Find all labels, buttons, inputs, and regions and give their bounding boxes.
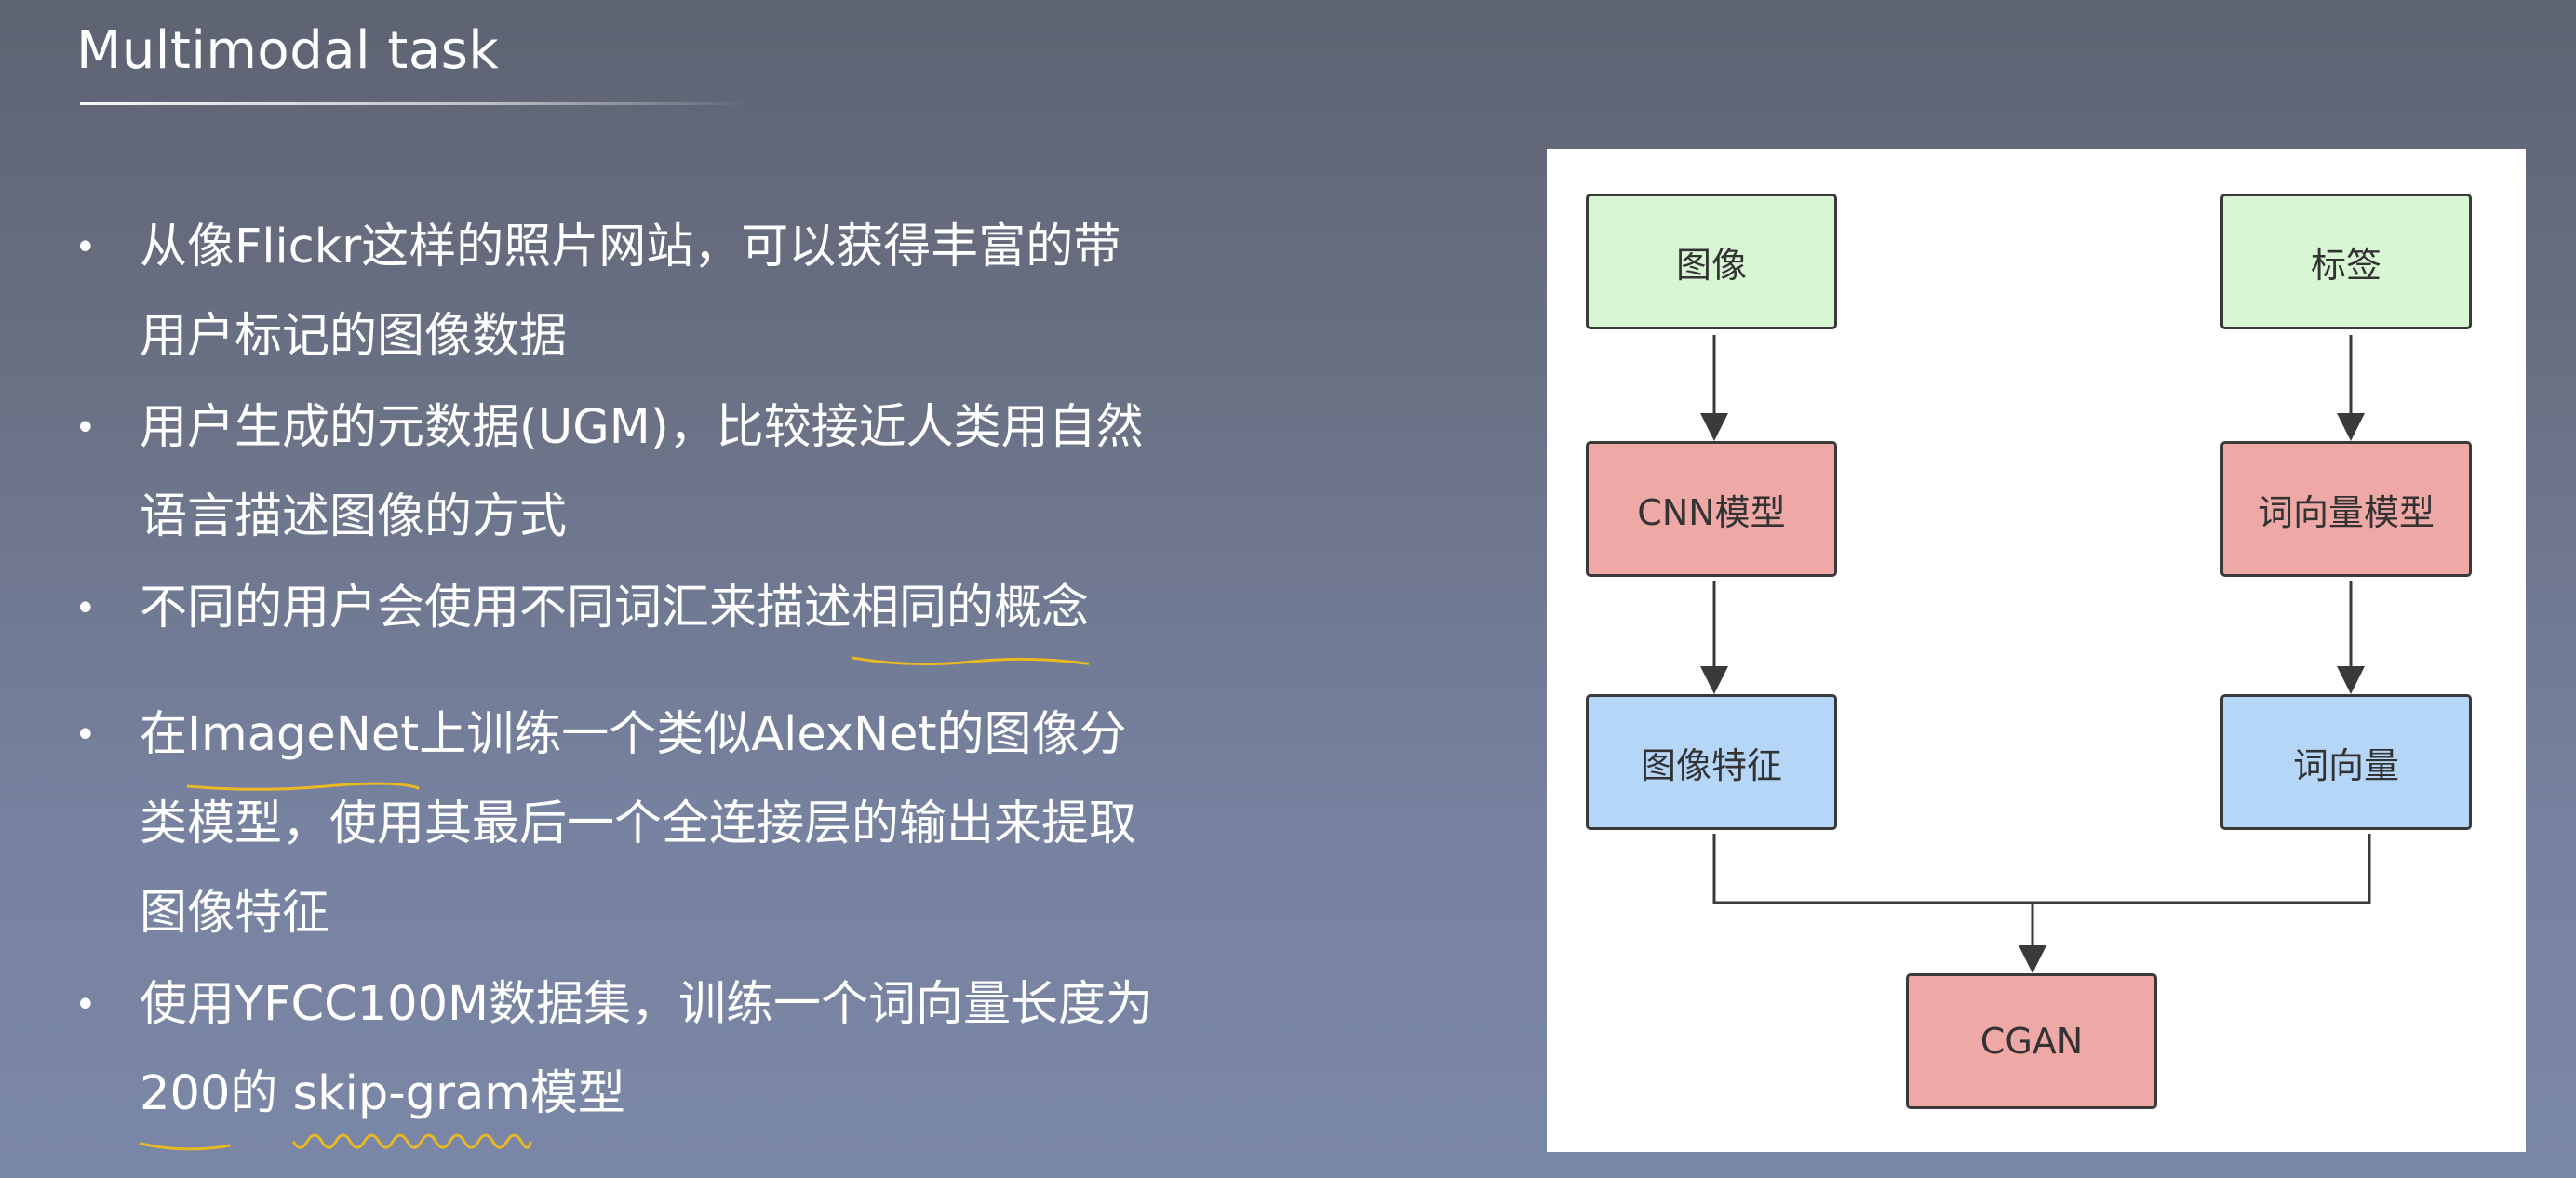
underlined-text-label: 相同的概念 xyxy=(852,581,1090,636)
underlined-text: skip-gram xyxy=(293,1050,530,1139)
node-word-vector-model: 词向量模型 xyxy=(2220,441,2472,577)
title-underline xyxy=(80,102,750,105)
slide-title: Multimodal task xyxy=(76,20,500,81)
bullet-dot: • xyxy=(74,587,97,630)
flow-diagram: 图像 标签 CNN模型 词向量模型 图像特征 词向量 CGAN xyxy=(1547,149,2526,1152)
bullet-text: 用户生成的元数据(UGM)，比较接近人类用自然 语言描述图像的方式 xyxy=(140,383,1349,562)
underlined-text-label: ImageNet xyxy=(187,707,420,762)
underlined-text-label: skip-gram xyxy=(292,1066,530,1121)
underlined-text: 200 xyxy=(140,1050,230,1139)
merge-line xyxy=(1712,834,2371,904)
bullet-line: 用户生成的元数据(UGM)，比较接近人类用自然 xyxy=(140,400,1144,455)
bullet-text-segment: 上训练一个类似AlexNet的图像分 xyxy=(419,707,1127,762)
bullet-text-segment: 不同的用户会使用不同词汇来描述 xyxy=(140,581,852,636)
node-image: 图像 xyxy=(1586,194,1837,329)
bullet-dot: • xyxy=(74,407,97,449)
bullet-text-segment: 在 xyxy=(140,707,188,762)
bullet-line: 用户标记的图像数据 xyxy=(140,309,568,364)
bullet-text: 从像Flickr这样的照片网站，可以获得丰富的带 用户标记的图像数据 xyxy=(140,203,1349,382)
handwritten-wavy-underline xyxy=(293,1135,530,1156)
diagram-connectors xyxy=(1700,335,2371,973)
node-cgan: CGAN xyxy=(1906,973,2157,1109)
node-word-vector: 词向量 xyxy=(2220,694,2472,830)
bullet-text: 不同的用户会使用不同词汇来描述相同的概念 xyxy=(140,564,1349,653)
node-image-feature: 图像特征 xyxy=(1586,694,1837,830)
underlined-text-label: 200 xyxy=(140,1066,231,1121)
bullet-line: 使用YFCC100M数据集，训练一个词向量长度为 xyxy=(140,977,1154,1032)
bullet-text-segment: 的 xyxy=(230,1066,293,1121)
node-label: 标签 xyxy=(2220,194,2472,329)
bullet-dot: • xyxy=(74,226,97,269)
bullet-line: 类模型，使用其最后一个全连接层的输出来提取 xyxy=(140,796,1137,851)
node-cnn-model: CNN模型 xyxy=(1586,441,1837,577)
handwritten-underline xyxy=(852,649,1089,670)
bullet-dot: • xyxy=(74,984,97,1026)
bullet-dot: • xyxy=(74,714,97,756)
bullet-line: 不同的用户会使用不同词汇来描述相同的概念 xyxy=(140,564,1349,653)
underlined-text: ImageNet xyxy=(187,690,419,780)
handwritten-underline xyxy=(187,776,419,796)
bullet-text-segment: 模型 xyxy=(530,1066,625,1121)
underlined-text: 相同的概念 xyxy=(852,564,1089,653)
bullet-line: 语言描述图像的方式 xyxy=(140,489,568,544)
bullet-line: 图像特征 xyxy=(140,886,330,941)
handwritten-underline xyxy=(140,1135,230,1156)
bullet-line: 从像Flickr这样的照片网站，可以获得丰富的带 xyxy=(140,220,1121,274)
